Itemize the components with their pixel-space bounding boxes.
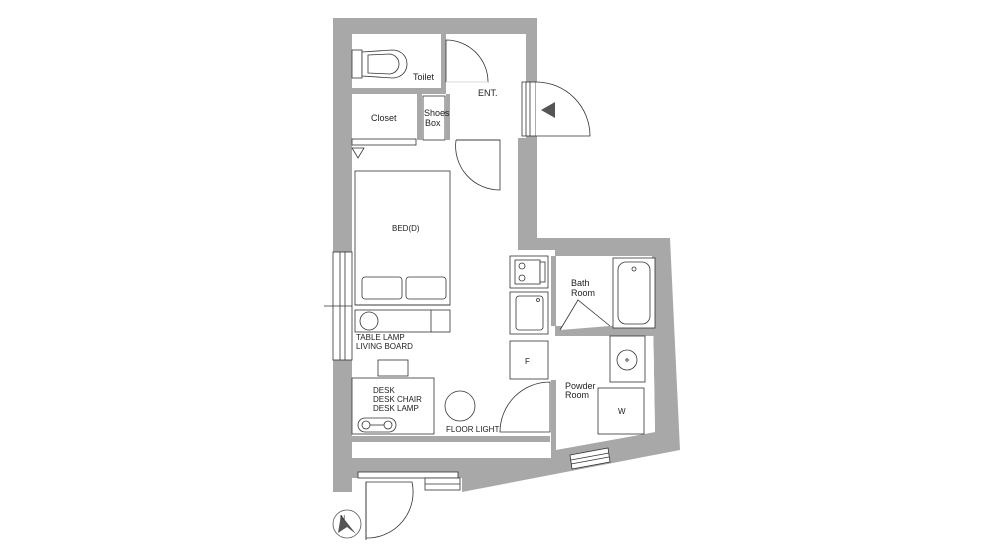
partitions	[352, 34, 655, 458]
label-closet: Closet	[371, 113, 397, 123]
label-bath-1: Bath	[571, 278, 590, 288]
window-left	[324, 251, 353, 361]
toilet-fixture	[351, 49, 408, 79]
label-shoes-box-2: Box	[425, 118, 441, 128]
kitchen	[509, 255, 549, 380]
label-desk-chair: DESK CHAIR	[373, 395, 422, 404]
label-bath-2: Room	[571, 288, 595, 298]
label-living-board: LIVING BOARD	[356, 342, 413, 351]
label-table-lamp: TABLE LAMP	[356, 333, 405, 342]
bathtub	[612, 257, 656, 329]
door-swings	[365, 39, 611, 540]
label-bed: BED(D)	[392, 224, 420, 233]
svg-text:N: N	[340, 515, 345, 522]
label-floor-light: FLOOR LIGHT	[446, 425, 499, 434]
compass-icon: N	[332, 509, 362, 539]
wall-outer	[333, 18, 680, 492]
entrance-door-frame	[521, 81, 537, 137]
label-toilet: Toilet	[413, 72, 435, 82]
floor-light	[444, 390, 476, 422]
bed	[354, 170, 451, 306]
label-fridge: F	[525, 357, 530, 366]
label-powder-2: Room	[565, 390, 589, 400]
label-desk-lamp: DESK LAMP	[373, 404, 419, 413]
washbasin	[609, 335, 646, 383]
living-board	[354, 309, 451, 333]
washing-machine	[597, 387, 645, 435]
entrance-arrow-icon	[541, 102, 555, 118]
bottom-windows	[357, 447, 611, 491]
label-desk: DESK	[373, 386, 395, 395]
label-powder-1: Powder	[565, 381, 596, 391]
label-entrance: ENT.	[478, 88, 498, 98]
walls	[333, 18, 680, 492]
shoes-box	[422, 95, 446, 141]
desk	[351, 359, 435, 435]
label-shoes-box-1: Shoes	[424, 108, 450, 118]
label-washer: W	[618, 407, 626, 416]
closet	[351, 138, 417, 159]
